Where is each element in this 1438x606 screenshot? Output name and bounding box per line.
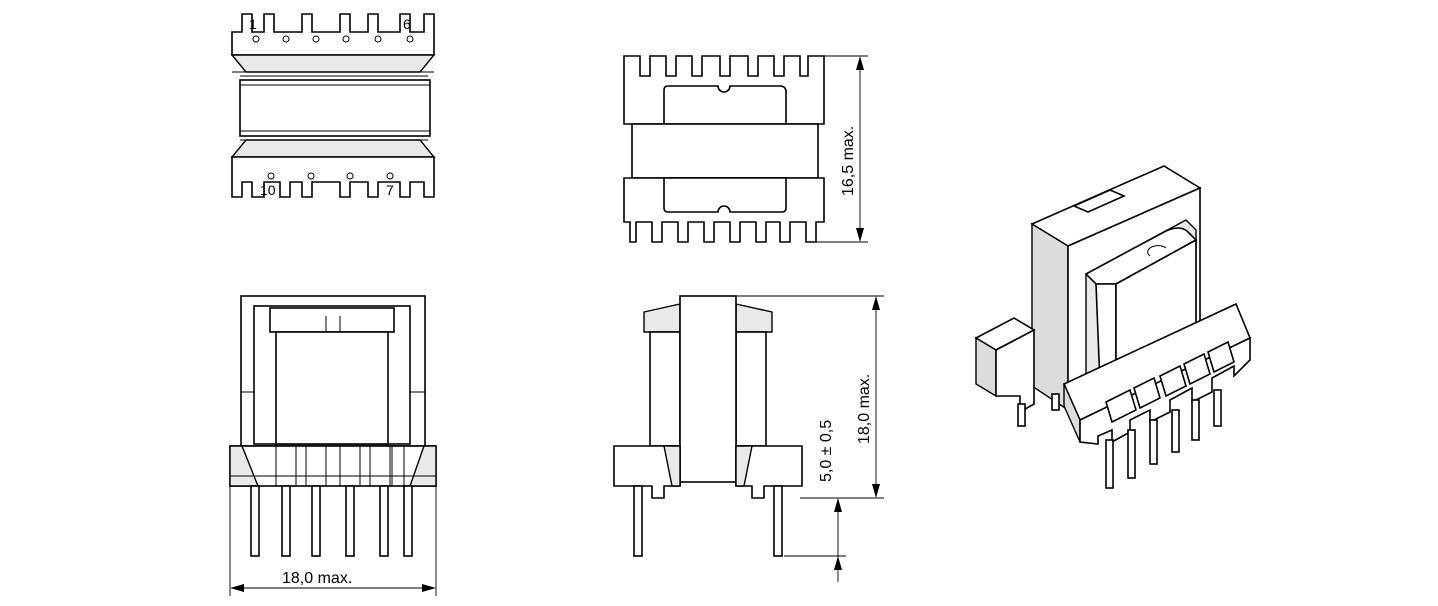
overall-height-dimension-label: 18,0 max.: [856, 374, 873, 444]
section-view: 18,0 max. 5,0 ± 0,5: [613, 295, 884, 582]
height-dimension-label: 16,5 max.: [840, 126, 857, 196]
pin-label-1: 1: [249, 16, 257, 32]
front-view: 18,0 max.: [229, 295, 437, 596]
width-dimension-label: 18,0 max.: [282, 570, 352, 587]
top-view: 1 6 10 7: [230, 13, 436, 198]
pin-label-7: 7: [386, 182, 394, 198]
pin-length-dimension-label: 5,0 ± 0,5: [818, 420, 835, 482]
pin-label-10: 10: [260, 182, 276, 198]
pin-label-6: 6: [403, 16, 411, 32]
side-view: 16,5 max.: [623, 55, 868, 243]
isometric-view: [974, 165, 1252, 489]
